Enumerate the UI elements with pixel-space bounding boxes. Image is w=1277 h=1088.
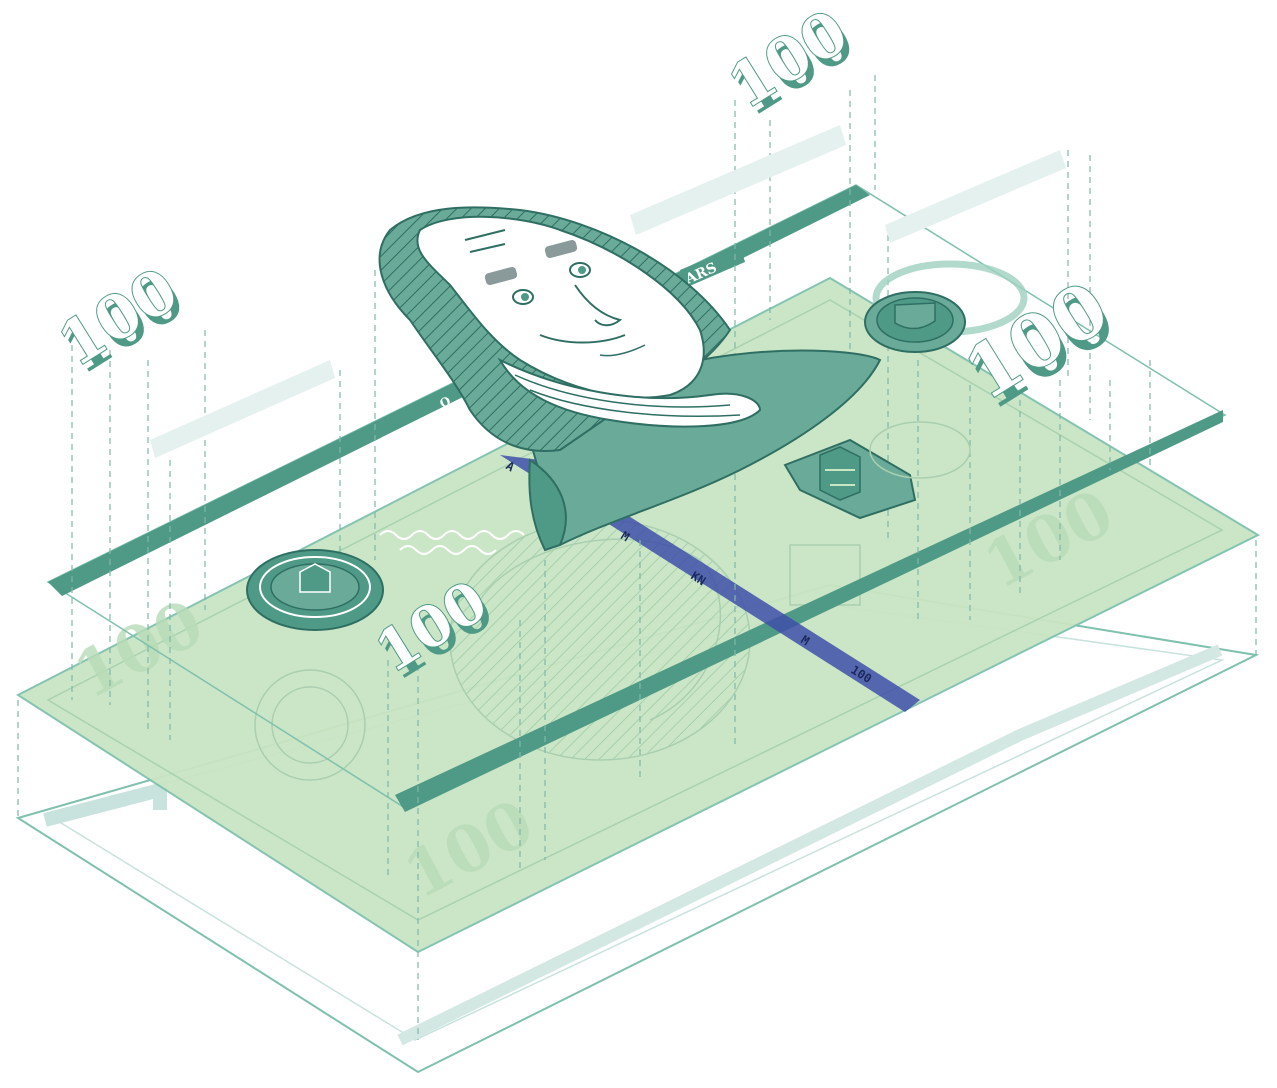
inkwell-icon (783, 438, 917, 520)
denomination-mark-left: 100 100 (46, 254, 196, 389)
thread-text-3: KN (688, 569, 708, 589)
liberty-bell-seal-icon (246, 549, 384, 631)
bell-icon (869, 421, 971, 479)
microprint (150, 125, 1066, 458)
denomination-mark-top: 100 100 (716, 0, 866, 131)
portrait-icon (378, 206, 882, 552)
note-layer: 100 100 100 (15, 276, 1261, 954)
band-text-o: O (438, 394, 453, 411)
shield-seal-icon (864, 260, 1028, 353)
